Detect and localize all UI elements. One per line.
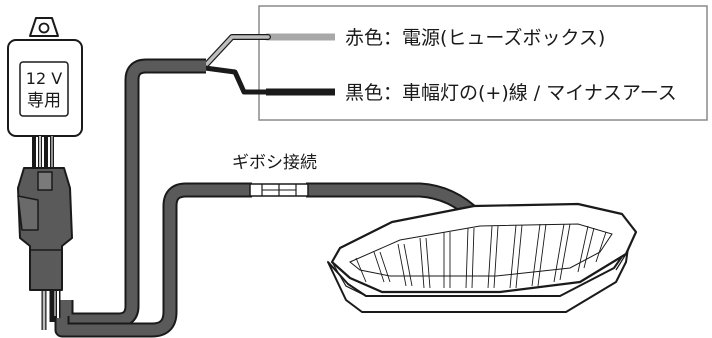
connection-label: ギボシ接続 xyxy=(232,153,317,173)
unit-rating: 12 V xyxy=(26,69,62,88)
unit-label-plate xyxy=(19,61,69,117)
light-bar xyxy=(327,202,638,313)
lead-wires xyxy=(202,34,271,95)
unit-wires xyxy=(32,136,54,170)
power-cable xyxy=(58,58,206,328)
gibosi-connector xyxy=(249,183,309,197)
lightbar-cable xyxy=(54,182,482,338)
black-wire-label: 黒色：車幅灯の(+)線 / マイナスアース xyxy=(345,82,677,104)
wire-legend-box: 赤色：電源(ヒューズボックス) 黒色：車幅灯の(+)線 / マイナスアース xyxy=(258,5,708,121)
red-wire-label: 赤色：電源(ヒューズボックス) xyxy=(345,27,605,49)
unit-dedicated: 専用 xyxy=(27,91,61,111)
control-unit: 12 V 専用 xyxy=(7,17,83,137)
inline-switch xyxy=(17,167,73,291)
mount-hole-icon xyxy=(38,22,50,34)
